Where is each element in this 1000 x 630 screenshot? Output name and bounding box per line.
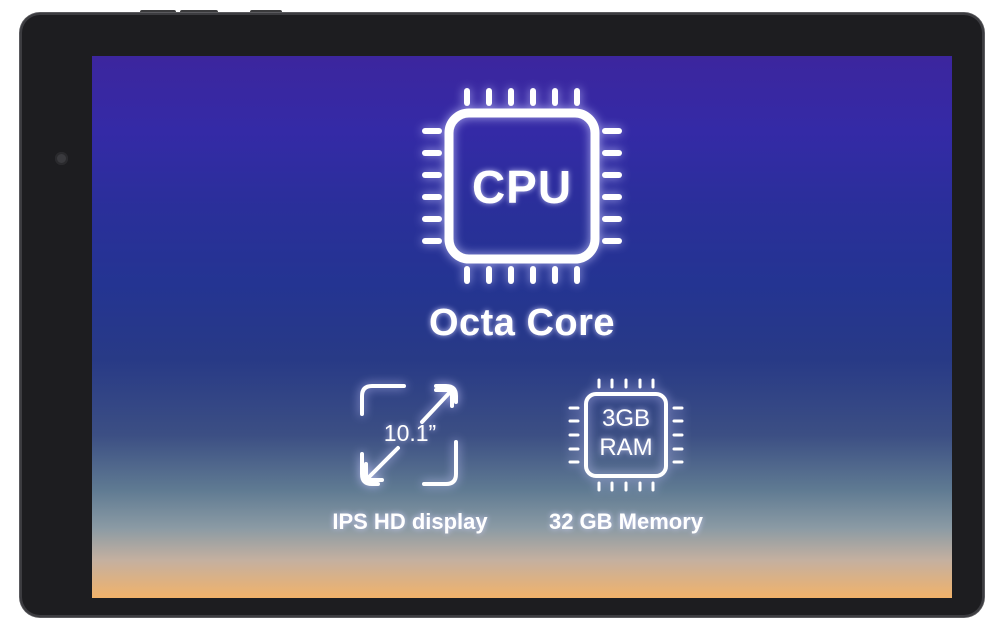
tablet-device: CPU Octa Core 10.1” IPS HD display [20,13,984,617]
volume-button-2[interactable] [250,10,282,15]
cpu-icon-text: CPU [471,161,573,213]
front-camera [55,152,68,165]
cpu-title: Octa Core [428,302,616,344]
ram-text-line1: 3GB [601,405,651,432]
screen-size-icon [360,384,458,486]
ram-chip-icon [568,378,684,492]
cpu-chip-icon [422,88,622,284]
volume-button[interactable] [180,10,218,15]
feature-label-memory: 32 GB Memory [548,509,704,534]
feature-label-display: IPS HD display [332,509,488,534]
top-hardware-buttons [0,10,1000,16]
screen-size-text: 10.1” [383,420,437,446]
ram-text-line2: RAM [599,434,653,461]
tablet-screen: CPU Octa Core 10.1” IPS HD display [92,56,952,598]
power-button[interactable] [140,10,176,15]
